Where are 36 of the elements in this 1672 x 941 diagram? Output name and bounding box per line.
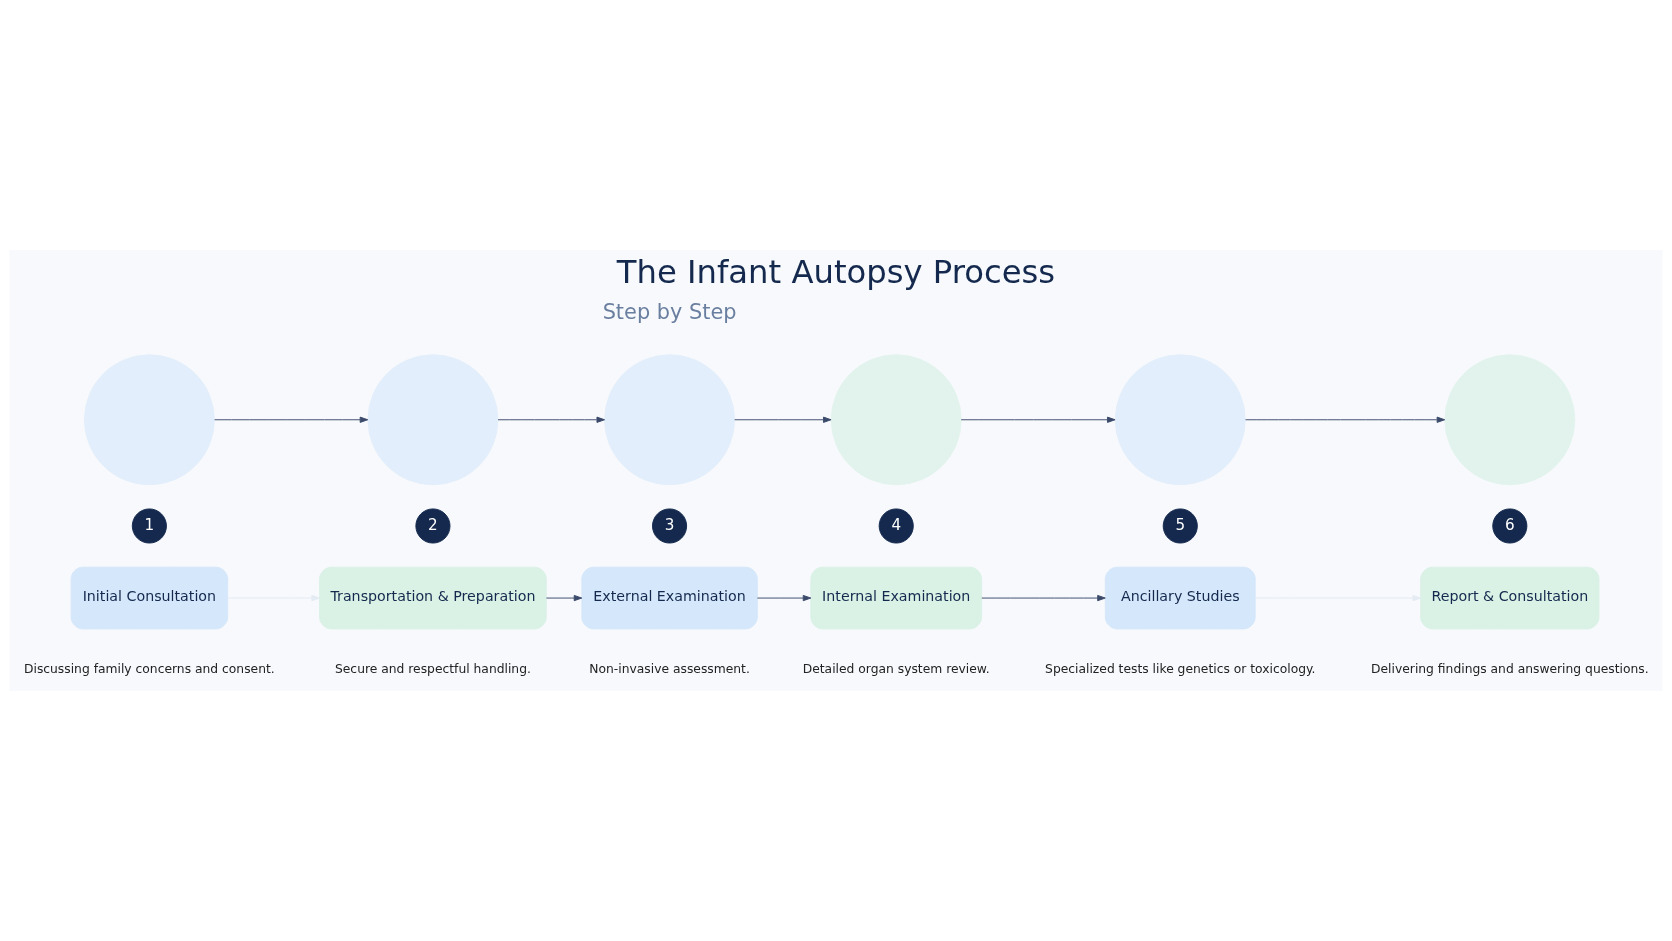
arrow bbox=[1245, 416, 1446, 423]
node-label: Detailed organ system review. bbox=[802, 662, 990, 677]
arrow bbox=[1255, 594, 1422, 602]
node-label: Discussing family concerns and consent. bbox=[23, 662, 275, 677]
node-circle bbox=[1444, 354, 1576, 486]
arrow bbox=[960, 416, 1116, 423]
node-box: Report & Consultation bbox=[1420, 566, 1600, 630]
node-label: Delivering findings and answering questions. bbox=[1371, 662, 1649, 677]
arrow bbox=[756, 594, 812, 602]
arrow bbox=[497, 416, 606, 423]
node-box: Initial Consultation bbox=[70, 566, 229, 630]
node-circle: 2 bbox=[415, 508, 451, 544]
node-circle bbox=[604, 354, 735, 486]
arrow bbox=[214, 416, 369, 423]
node-circle bbox=[83, 354, 215, 486]
arrow bbox=[981, 594, 1106, 602]
arrow bbox=[227, 594, 320, 602]
node-circle: 5 bbox=[1162, 508, 1198, 544]
node-circle: 3 bbox=[652, 508, 688, 544]
node-box: Ancillary Studies bbox=[1104, 566, 1256, 630]
node-circle bbox=[830, 354, 962, 486]
node-circle bbox=[1114, 354, 1246, 486]
node-label: Non-invasive assessment. bbox=[589, 662, 750, 677]
node-box: Internal Examination bbox=[810, 566, 983, 630]
arrow bbox=[734, 416, 832, 423]
arrow bbox=[545, 594, 583, 602]
node-box: Transportation & Preparation bbox=[319, 566, 547, 630]
node-box: External Examination bbox=[581, 566, 758, 630]
node-circle: 4 bbox=[878, 508, 914, 544]
node-circle: 6 bbox=[1492, 508, 1528, 544]
node-circle: 1 bbox=[131, 508, 167, 544]
node-circle bbox=[367, 354, 499, 486]
node-label: Secure and respectful handling. bbox=[334, 662, 531, 677]
diagram-title: The Infant Autopsy Process bbox=[616, 253, 1056, 292]
label: Step by Step bbox=[602, 299, 737, 324]
node-label: Specialized tests like genetics or toxicology. bbox=[1045, 662, 1316, 677]
